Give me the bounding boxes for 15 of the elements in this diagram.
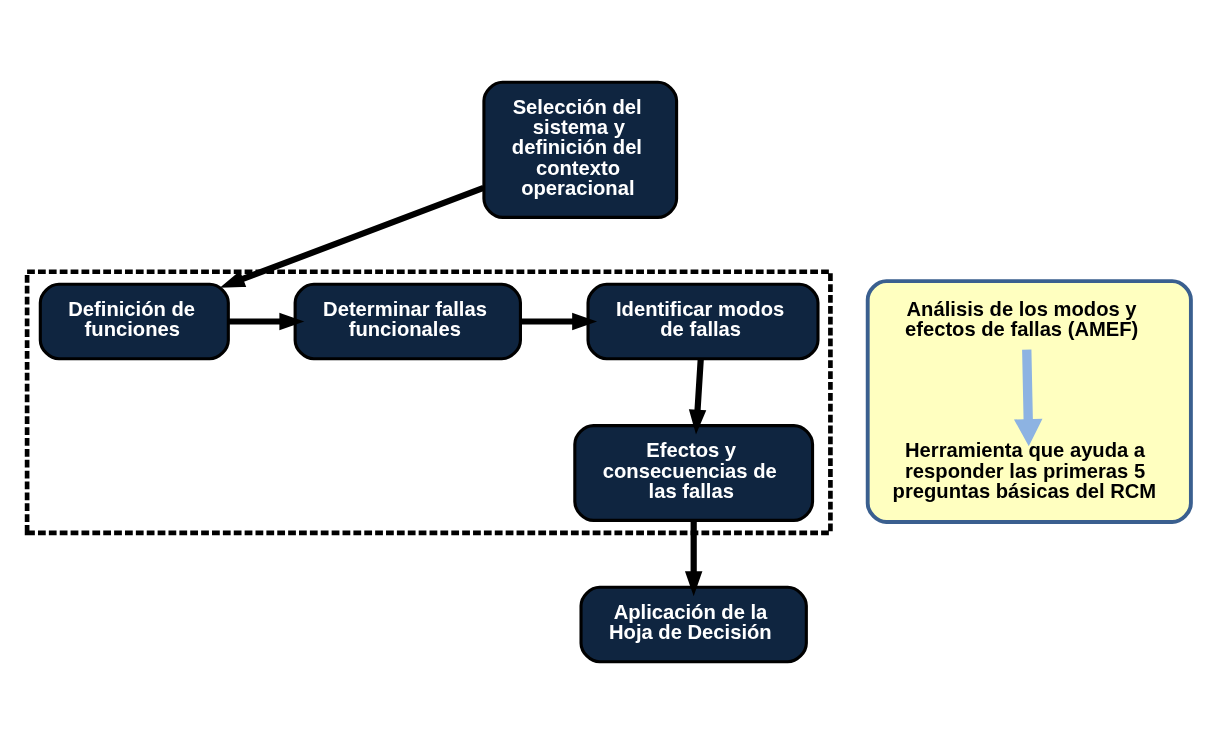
arrow — [228, 312, 305, 331]
node-box: Aplicación de la Hoja de Decisión — [579, 585, 808, 664]
node-text: Análisis de los modos y efectos de fallas (AMEF) — [905, 297, 1139, 341]
node-box: Efectos y consecuencias de las fallas — [573, 424, 815, 522]
node-box: Determinar fallas funcionales — [293, 282, 522, 361]
node-box: Selección del sistema y definición del contexto operacional — [482, 80, 679, 219]
arrow — [520, 312, 598, 331]
node-text: Herramienta que ayuda a responder las primeras 5 preguntas básicas del RCM — [892, 439, 1157, 502]
cluster — [865, 279, 1193, 524]
node-box: Definición de funciones — [38, 282, 230, 361]
arrow — [219, 185, 485, 288]
arrow — [1013, 349, 1043, 447]
node-box: Identificar modos de fallas — [586, 282, 820, 361]
arrow — [684, 520, 703, 597]
arrow — [688, 358, 707, 435]
